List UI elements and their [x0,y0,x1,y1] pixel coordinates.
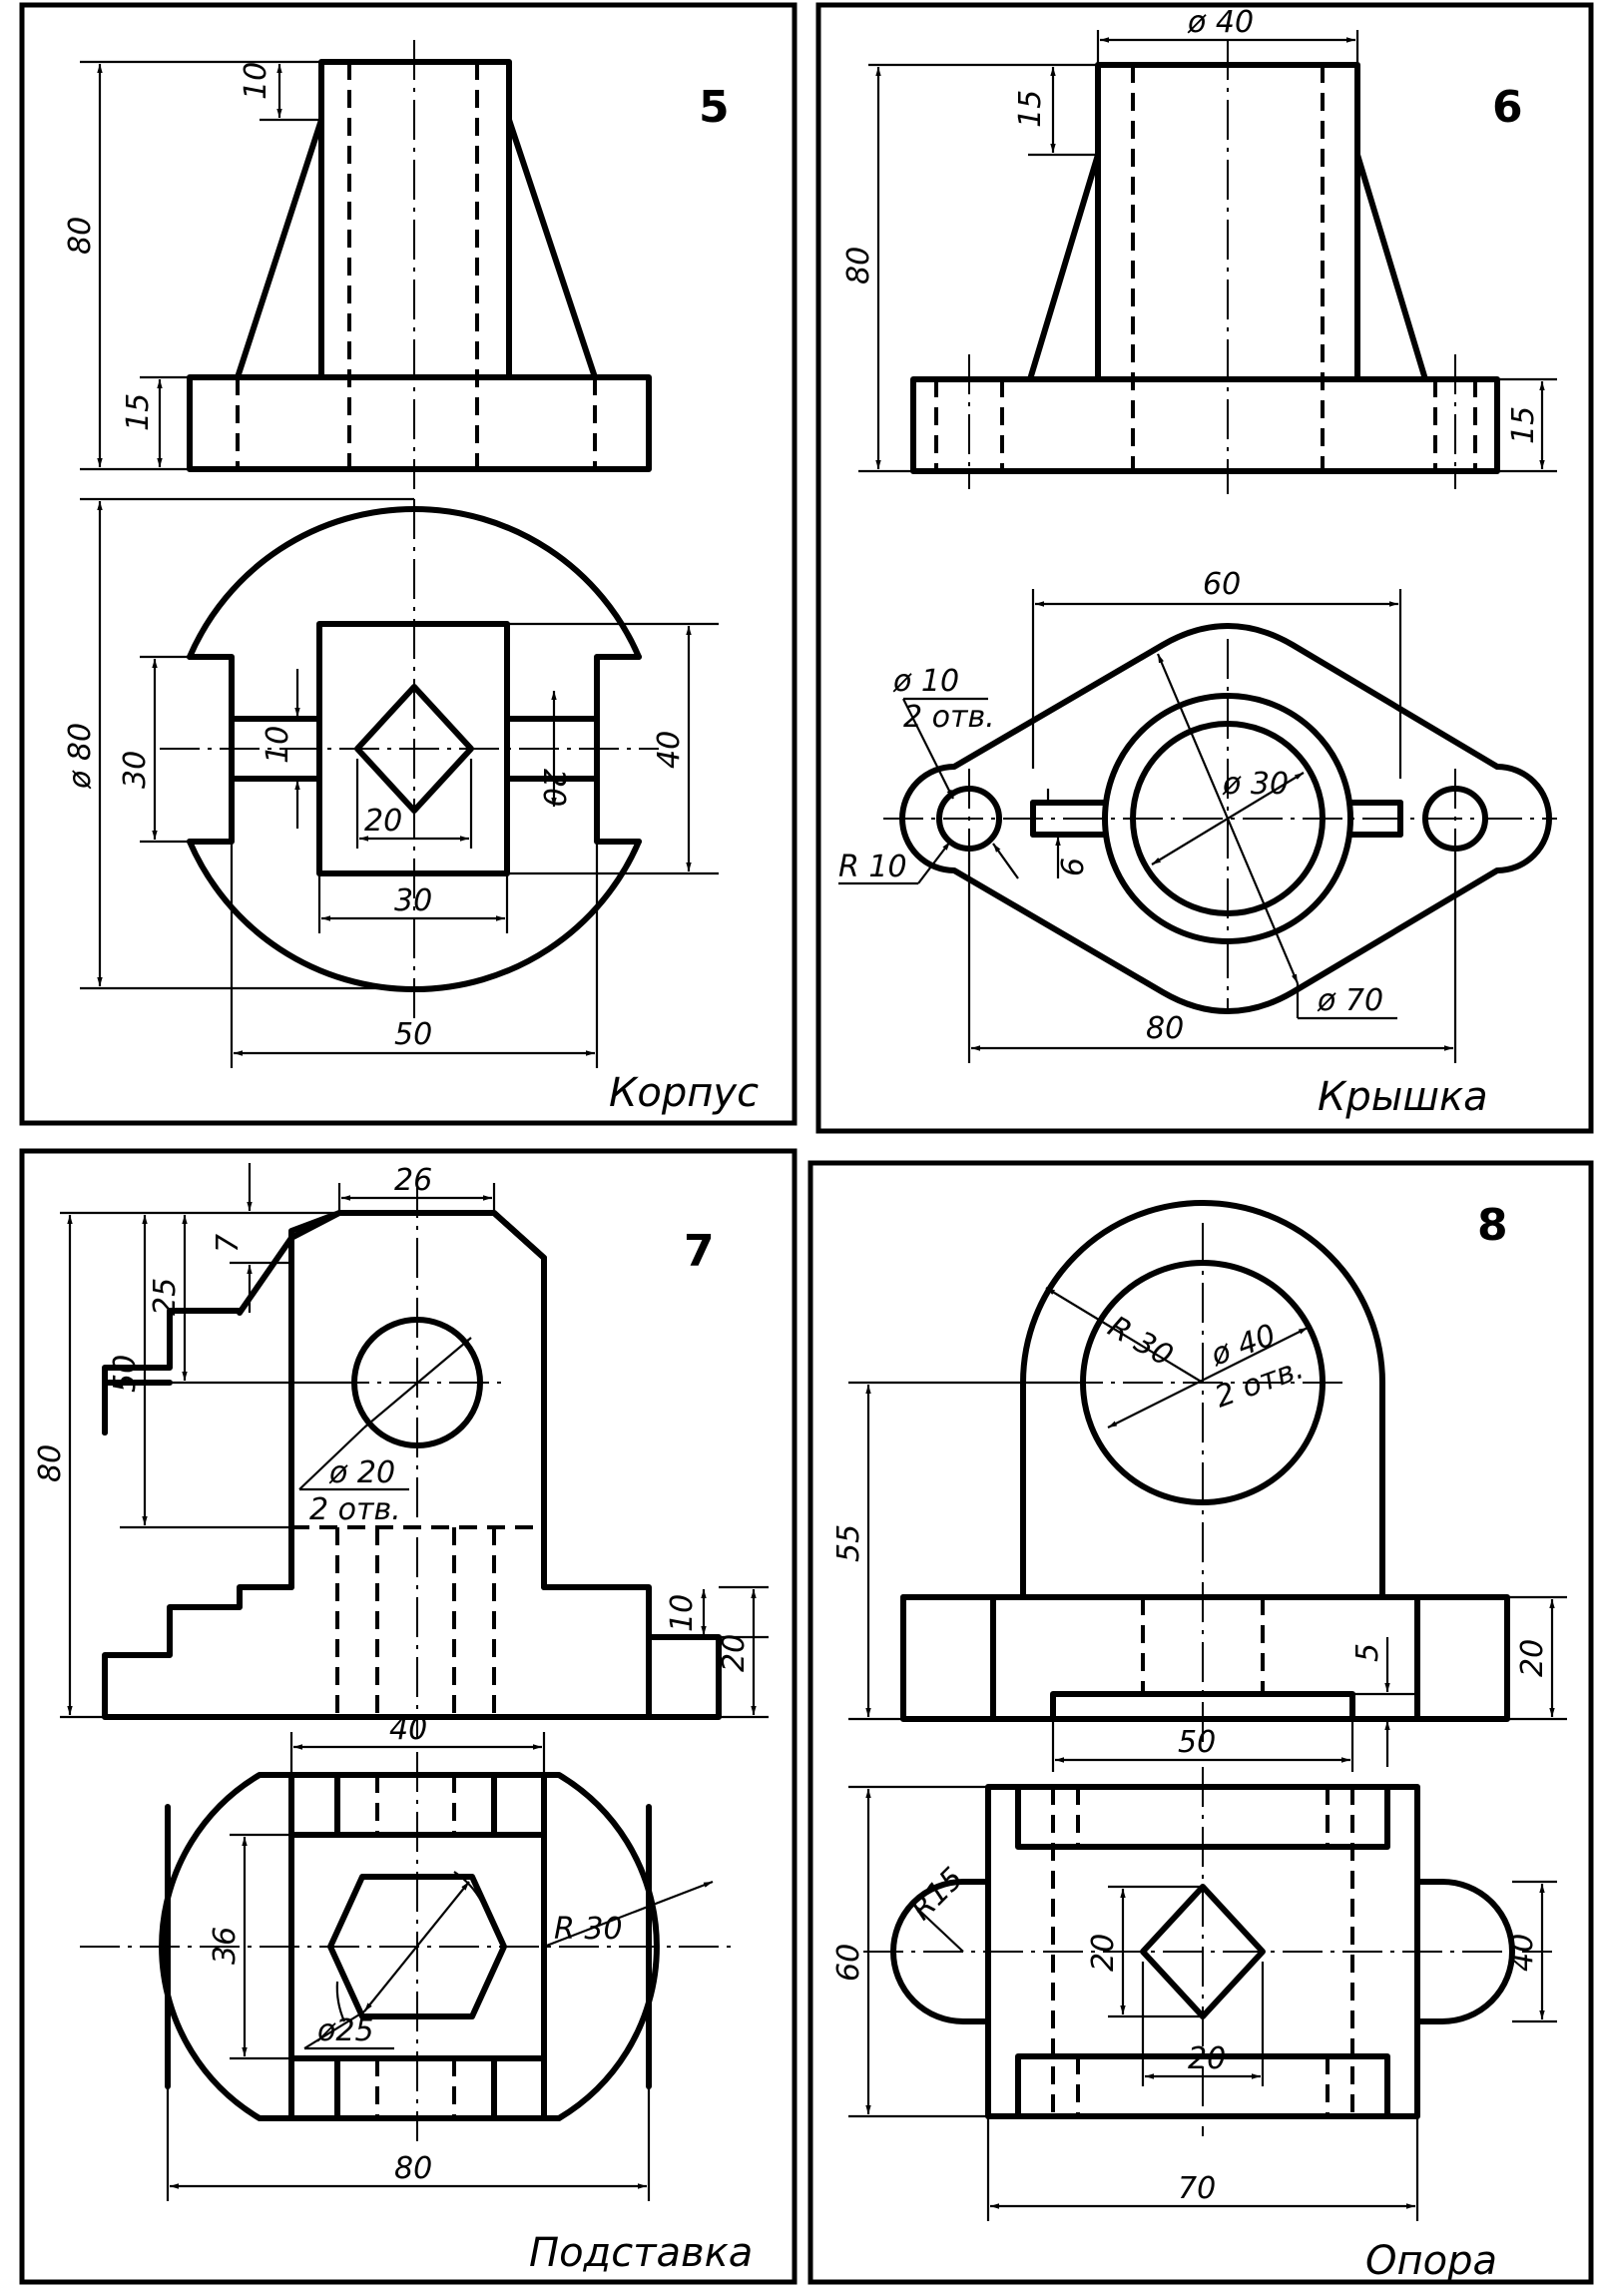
dim-label: 20 [717,1634,752,1672]
dim-label: 80 [63,217,98,255]
drawing-number: 7 [684,1226,715,1277]
dim-label: 55 [831,1524,866,1562]
dim-label: 26 [394,1163,432,1198]
dim-label: 50 [1178,1725,1216,1760]
top-view: 60 ø 10 2 отв. ø 30 R 10 6 ø 70 80 [838,567,1557,1063]
front-view: ø 40 15 80 15 [841,5,1557,494]
panel-7-podstavka: 7 Подставка [19,1148,798,2285]
panel-8-opora: 8 Опора [807,1160,1594,2285]
dim-label: 10 [239,62,273,100]
dim-label: ø 30 [1222,767,1289,802]
dim-label: 10 [665,1594,700,1632]
panel-6-frame [815,2,1594,1134]
dim-label: R 10 [838,850,907,884]
dim-label: ø 80 [63,723,98,790]
dim-label: 50 [108,1355,143,1393]
dim-label: 2 отв. [903,700,995,735]
dim-label: 30 [118,751,153,789]
panel-5-frame [19,2,798,1126]
dim-label: 20 [1086,1934,1121,1972]
dim-label: 20 [1188,2041,1226,2076]
drawing-number: 6 [1492,82,1523,133]
dim-label: 80 [33,1444,68,1482]
dim-label: R 30 [554,1912,623,1947]
dim-label: 15 [1013,90,1048,128]
dim-label: R 30 [1102,1310,1179,1375]
top-view: R15 60 20 20 40 70 [831,1767,1557,2221]
top-view: ø 80 30 10 20 20 40 30 50 [63,497,719,1068]
dim-label: ø 10 [892,664,959,699]
dim-label: ø 40 [1187,5,1254,40]
dim-label: 25 [148,1278,183,1316]
panel-5-korpus: 5 Корпус 10 80 15 [19,2,798,1126]
dim-label: 7 [211,1234,246,1253]
dim-label: 40 [652,731,687,769]
dim-label: ø 70 [1317,983,1383,1018]
dim-label: 20 [364,804,402,839]
dim-label: 40 [389,1712,427,1747]
dim-label: 80 [394,2151,432,2186]
panel-8-frame [807,1160,1594,2285]
dim-label: ø25 [316,2013,374,2048]
dim-label: ø 20 [328,1455,395,1490]
dim-label: 60 [831,1944,866,1982]
front-view: R 30 ø 40 2 отв. 55 5 20 50 [831,1200,1567,1772]
dim-label: 80 [1146,1011,1184,1046]
dim-label: 20 [1515,1639,1550,1677]
dim-label: 60 [1203,567,1241,602]
dim-label: 5 [1350,1643,1385,1662]
drawing-title: Корпус [609,1070,759,1116]
front-view: 10 80 15 [63,40,652,489]
panel-7-frame [19,1148,798,2285]
dim-label: 2 отв. [309,1492,401,1527]
dim-label: 80 [841,247,876,285]
drawing-number: 8 [1477,1200,1508,1251]
dim-label: R15 [904,1861,970,1927]
panel-6-kryshka: 6 Крышка [815,2,1594,1134]
top-view: 40 36 R 30 ø25 80 [80,1712,739,2201]
dim-label: 50 [394,1017,432,1052]
dim-label: 10 [261,726,295,764]
drawing-title: Подставка [529,2230,753,2276]
dim-label: 30 [394,883,432,918]
dim-label: 20 [536,769,571,807]
dim-label: 15 [1506,406,1541,444]
drawing-number: 5 [699,82,730,133]
dim-label: 15 [121,393,156,431]
front-view: 26 7 25 50 80 ø 20 2 отв. 10 20 [33,1163,769,1737]
dim-label: 70 [1178,2171,1216,2206]
dim-label: 36 [208,1927,243,1965]
drawing-title: Крышка [1318,1074,1488,1120]
dim-label: 40 [1505,1934,1540,1972]
drawing-title: Опора [1365,2238,1497,2284]
dim-label: 6 [1056,858,1091,876]
